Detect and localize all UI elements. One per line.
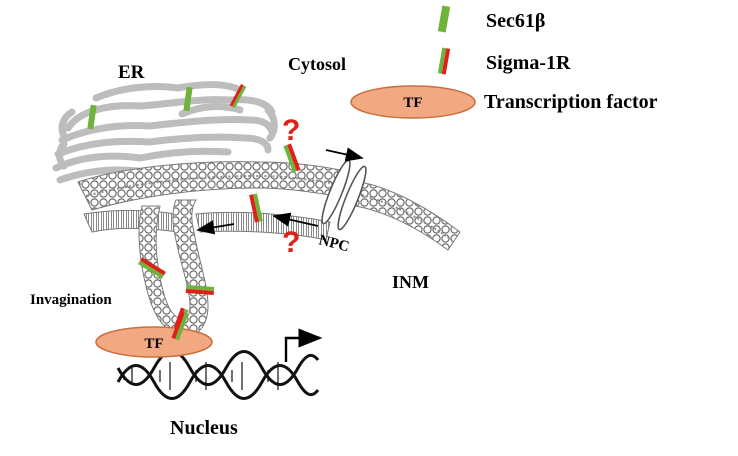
transcription-arrow-icon <box>284 328 323 362</box>
sigma1r-marker-icon <box>171 311 189 341</box>
legend-sec61b-label: Sec61β <box>486 10 545 32</box>
legend-sec61b-icon <box>437 5 451 33</box>
inward-arrow <box>196 220 235 235</box>
sigma1r-marker-icon <box>229 83 247 109</box>
sigma1r-marker-icon <box>249 193 263 223</box>
legend-tf-full-label: Transcription factor <box>484 91 658 113</box>
export-arrow <box>325 147 364 162</box>
sigma1r-marker-icon <box>138 257 166 279</box>
legend-tf-abbrev: TF <box>403 95 422 111</box>
nuclear-envelope <box>77 161 461 251</box>
tf-on-dna-label: TF <box>144 336 163 352</box>
dna-helix-icon <box>116 350 320 400</box>
sigma1r-marker-icon <box>283 143 301 173</box>
tf-on-dna: TF <box>95 326 213 358</box>
import-arrow <box>272 212 319 227</box>
npc-label: NPC <box>317 232 351 255</box>
sec61b-marker-icon <box>87 104 97 130</box>
er-label: ER <box>118 62 145 83</box>
legend: Sec61β Sigma-1R TF Transcription factor <box>350 5 658 119</box>
legend-sigma1r-icon <box>437 47 451 75</box>
sec61b-marker-icon <box>183 86 193 112</box>
cytosol-label: Cytosol <box>288 54 346 74</box>
question-mark-lower: ? <box>282 226 300 259</box>
invagination-tube <box>138 199 209 338</box>
nucleus-label: Nucleus <box>170 417 238 439</box>
sigma1r-marker-icon <box>185 285 215 295</box>
npc-pore-icon <box>321 159 367 231</box>
inm-label: INM <box>392 272 429 292</box>
question-mark-upper: ? <box>282 114 300 147</box>
legend-tf-icon: TF <box>350 85 476 119</box>
er-network <box>52 81 278 194</box>
legend-sigma1r-label: Sigma-1R <box>486 52 571 74</box>
invagination-label: Invagination <box>30 292 112 308</box>
